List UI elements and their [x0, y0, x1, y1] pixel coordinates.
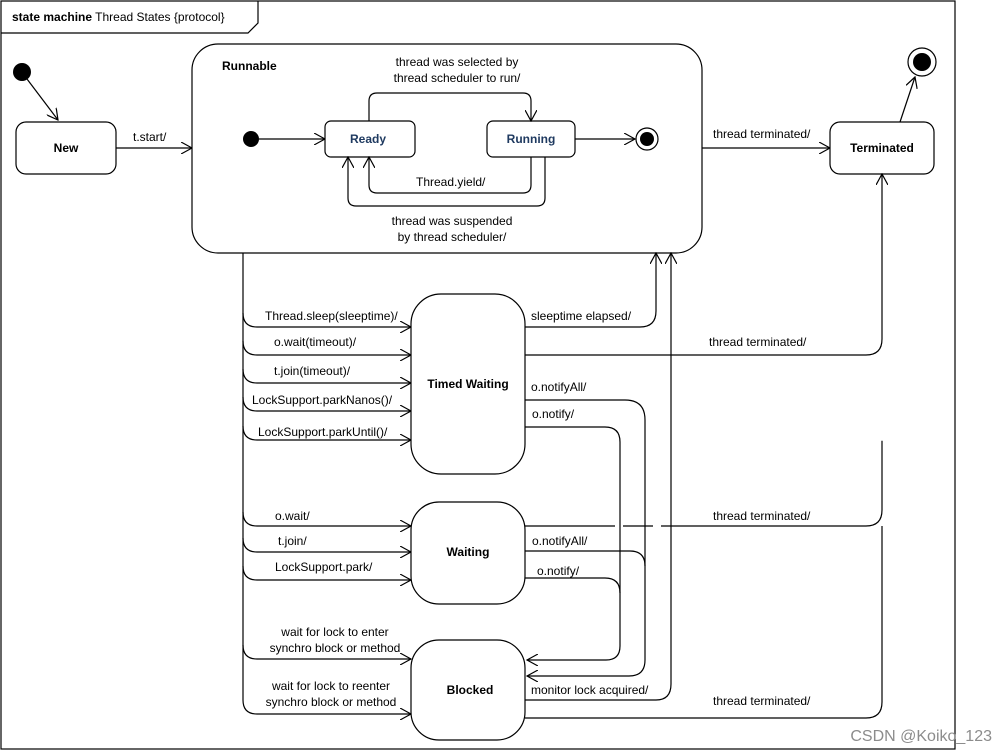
- watermark: CSDN @Koiko_123: [850, 728, 992, 745]
- edge-notify-all-timed: [525, 399, 646, 676]
- edge-suspended: [348, 157, 546, 207]
- edge-wait: [242, 511, 411, 526]
- initial-pseudostate: [13, 63, 31, 81]
- runnable-initial-pseudostate: [243, 131, 259, 147]
- edge-waiting-terminated: [525, 355, 883, 527]
- edge-terminated-final: [899, 77, 915, 123]
- label-wait: o.wait/: [275, 509, 310, 523]
- label-waiting-terminated: thread terminated/: [713, 509, 811, 523]
- frame-keyword: state machine: [12, 10, 92, 24]
- frame-tab: [1, 1, 259, 34]
- frame-name: Thread States {protocol}: [95, 10, 224, 24]
- state-blocked-label: Blocked: [447, 683, 494, 697]
- edge-timed-terminated: [525, 174, 882, 356]
- label-notify-timed: o.notify/: [532, 407, 575, 421]
- edge-park: [242, 565, 411, 580]
- label-monitor-lock: monitor lock acquired/: [531, 683, 649, 697]
- final-state-inner: [913, 53, 931, 71]
- state-runnable-label: Runnable: [222, 59, 277, 73]
- label-wait-timeout: o.wait(timeout)/: [274, 335, 357, 349]
- edge-notify-all-waiting: [525, 550, 646, 567]
- state-timed-waiting: [410, 293, 526, 475]
- runnable-final-inner: [640, 132, 654, 146]
- label-lock-enter-line1: wait for lock to enter: [280, 625, 388, 639]
- label-suspended: thread was suspended by thread scheduler/: [392, 214, 513, 244]
- edge-notify-timed: [525, 426, 621, 660]
- label-sleeptime-elapsed: sleeptime elapsed/: [531, 309, 632, 323]
- edge-park-until: [242, 425, 411, 440]
- edge-yield: [369, 157, 532, 194]
- state-waiting-label: Waiting: [447, 545, 490, 559]
- edge-initial-new: [26, 78, 58, 120]
- label-timed-terminated: thread terminated/: [709, 335, 807, 349]
- label-lock-reenter-line2: synchro block or method: [266, 695, 397, 709]
- edge-join-timeout: [242, 368, 411, 383]
- edge-selected: [368, 92, 531, 121]
- frame-title: state machine Thread States {protocol}: [12, 10, 225, 24]
- label-notify-waiting: o.notify/: [537, 564, 580, 578]
- label-park-until: LockSupport.parkUntil()/: [258, 425, 388, 439]
- state-ready-label: Ready: [350, 132, 386, 146]
- edge-notify-waiting: [525, 577, 621, 594]
- label-blocked-terminated: thread terminated/: [713, 694, 811, 708]
- label-suspended-line1: thread was suspended: [392, 214, 513, 228]
- label-join: t.join/: [278, 534, 307, 548]
- label-selected: thread was selected by thread scheduler t…: [394, 55, 521, 85]
- label-join-timeout: t.join(timeout)/: [274, 364, 351, 378]
- label-sleep: Thread.sleep(sleeptime)/: [265, 309, 398, 323]
- label-runnable-terminated: thread terminated/: [713, 127, 811, 141]
- label-park: LockSupport.park/: [275, 560, 373, 574]
- edge-park-nanos: [242, 396, 411, 411]
- edge-blocked-terminated: [525, 526, 883, 719]
- edge-lock-reenter: [242, 699, 411, 714]
- state-waiting: [410, 501, 526, 605]
- label-lock-enter-line2: synchro block or method: [270, 641, 401, 655]
- label-notify-all-waiting: o.notifyAll/: [532, 534, 588, 548]
- edge-lock-enter: [242, 644, 411, 659]
- state-terminated-label: Terminated: [850, 141, 914, 155]
- label-lock-enter: wait for lock to enter synchro block or m…: [270, 625, 401, 655]
- edge-monitor-lock: [525, 253, 671, 701]
- diagram-frame: [0, 0, 956, 750]
- label-notify-all-timed: o.notifyAll/: [531, 380, 587, 394]
- edge-sleep: [242, 312, 411, 327]
- state-running-label: Running: [507, 132, 556, 146]
- label-lock-reenter: wait for lock to reenter synchro block or…: [266, 679, 397, 709]
- label-park-nanos: LockSupport.parkNanos()/: [252, 393, 393, 407]
- label-start: t.start/: [133, 130, 167, 144]
- label-lock-reenter-line1: wait for lock to reenter: [271, 679, 390, 693]
- label-suspended-line2: by thread scheduler/: [398, 230, 507, 244]
- label-yield: Thread.yield/: [416, 175, 486, 189]
- state-blocked: [410, 639, 526, 741]
- edge-sleeptime-elapsed: [525, 253, 656, 328]
- label-selected-line2: thread scheduler to run/: [394, 71, 521, 85]
- edge-join: [242, 537, 411, 552]
- state-timed-waiting-label: Timed Waiting: [427, 377, 508, 391]
- state-new-label: New: [54, 141, 79, 155]
- edge-wait-timeout: [242, 340, 411, 355]
- label-selected-line1: thread was selected by: [396, 55, 519, 69]
